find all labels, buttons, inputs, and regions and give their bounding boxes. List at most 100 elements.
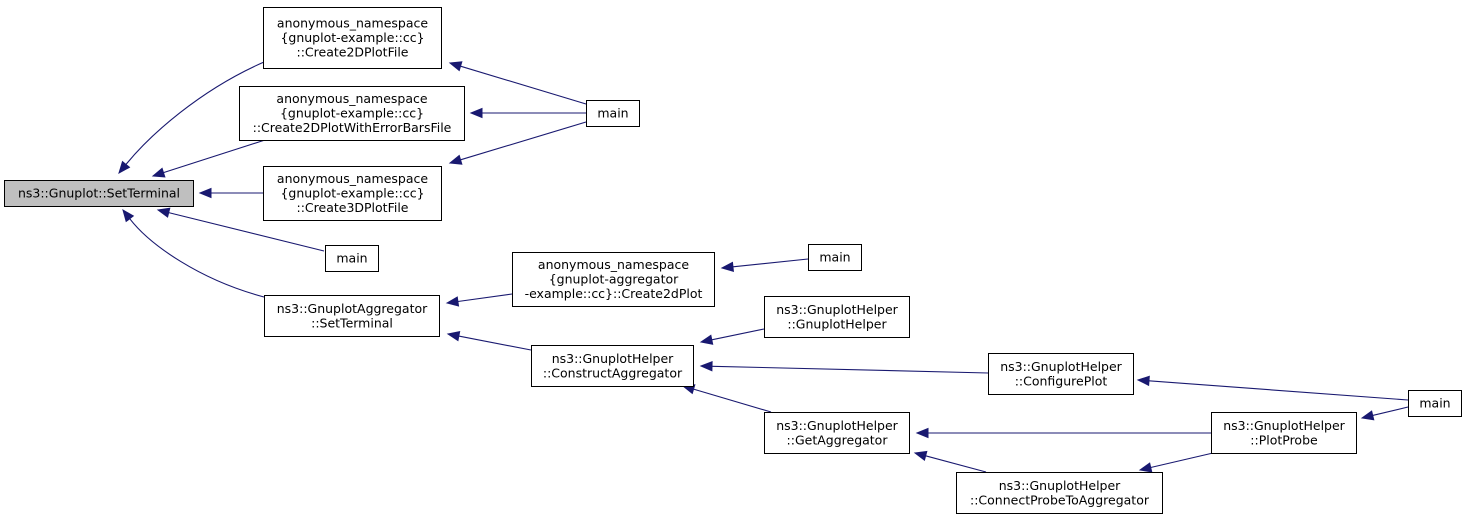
arrowhead-icon (448, 154, 463, 165)
edges-layer (118, 61, 1409, 473)
edge-line (163, 139, 266, 174)
node-box[interactable] (264, 295, 440, 337)
root-node-box[interactable] (4, 180, 194, 207)
node-n3[interactable]: anonymous_namespace{gnuplot-example::cc}… (263, 166, 442, 221)
node-n10[interactable]: ns3::GnuplotHelper::GnuplotHelper (764, 296, 910, 338)
edge-line (1148, 380, 1409, 401)
node-label: main (1419, 396, 1450, 411)
node-box[interactable] (586, 100, 640, 127)
edge-n6-n0 (122, 208, 265, 298)
node-label: -example::cc}::Create2dPlot (525, 286, 703, 301)
edge-n4-n0 (156, 207, 325, 252)
node-n14[interactable]: ns3::GnuplotHelper::ConnectProbeToAggreg… (956, 472, 1163, 514)
node-label: ns3::Gnuplot::SetTerminal (18, 186, 180, 201)
edge-n15-n11 (1136, 375, 1409, 401)
node-label: ns3::GnuplotHelper (776, 302, 898, 317)
arrowhead-icon (915, 427, 929, 439)
arrowhead-icon (1136, 375, 1150, 387)
node-label: ::Create3DPlotFile (296, 200, 408, 215)
node-box[interactable] (512, 252, 715, 307)
edge-line (460, 121, 587, 161)
arrowhead-icon (699, 334, 714, 345)
node-label: ::SetTerminal (311, 315, 393, 330)
node-label: ns3::GnuplotAggregator (277, 301, 428, 316)
node-label: ::ConnectProbeToAggregator (970, 492, 1150, 507)
node-box[interactable] (988, 353, 1134, 395)
arrowhead-icon (151, 167, 166, 178)
node-n9[interactable]: ns3::GnuplotHelper::ConstructAggregator (531, 345, 694, 387)
node-label: anonymous_namespace (276, 91, 427, 106)
arrowhead-icon (445, 296, 460, 307)
edge-n11-n9 (699, 361, 989, 374)
node-label: main (597, 106, 628, 121)
node-label: ::GetAggregator (787, 432, 889, 447)
node-label: anonymous_namespace (277, 16, 428, 31)
node-label: ns3::GnuplotHelper (999, 478, 1121, 493)
arrowhead-icon (156, 207, 171, 218)
node-box[interactable] (1408, 390, 1462, 417)
edge-line (457, 293, 513, 303)
node-n2[interactable]: anonymous_namespace{gnuplot-example::cc}… (239, 86, 465, 141)
edge-n3-n0 (198, 187, 263, 199)
edge-line (711, 328, 765, 341)
node-box[interactable] (325, 245, 379, 272)
node-box[interactable] (263, 166, 442, 221)
edge-n9-n6 (446, 331, 532, 351)
node-n6[interactable]: ns3::GnuplotAggregator::SetTerminal (264, 295, 440, 337)
node-label: anonymous_namespace (538, 257, 689, 272)
node-box[interactable] (531, 345, 694, 387)
node-n5[interactable]: main (586, 100, 640, 127)
edge-n15-n13 (1360, 406, 1409, 421)
edge-n5-n1 (448, 61, 587, 105)
edge-line (168, 212, 325, 252)
edge-n13-n14 (1138, 452, 1214, 473)
edge-n14-n12 (913, 450, 987, 473)
node-n4[interactable]: main (325, 245, 379, 272)
edge-n10-n9 (699, 328, 765, 345)
edge-n5-n2 (469, 107, 586, 119)
node-label: main (819, 250, 850, 265)
node-label: ::Create2DPlotFile (296, 45, 408, 60)
edge-n5-n3 (448, 121, 587, 165)
node-n7[interactable]: anonymous_namespace{gnuplot-aggregator-e… (512, 252, 715, 307)
node-box[interactable] (764, 412, 910, 454)
arrowhead-icon (122, 208, 135, 223)
node-n13[interactable]: ns3::GnuplotHelper::PlotProbe (1211, 412, 1357, 454)
node-n15[interactable]: main (1408, 390, 1462, 417)
edge-n1-n0 (118, 61, 265, 175)
node-label: main (336, 251, 367, 266)
edge-n8-n7 (720, 258, 809, 273)
edge-line (129, 218, 265, 298)
arrowhead-icon (699, 361, 713, 372)
node-label: ::GnuplotHelper (787, 316, 887, 331)
node-box[interactable] (808, 244, 862, 271)
arrowhead-icon (913, 450, 928, 462)
arrowhead-icon (118, 160, 131, 175)
node-n12[interactable]: ns3::GnuplotHelper::GetAggregator (764, 412, 910, 454)
edge-line (458, 335, 532, 351)
edge-line (460, 65, 587, 105)
node-box[interactable] (239, 86, 465, 141)
node-label: {gnuplot-example::cc} (280, 30, 424, 45)
node-n0[interactable]: ns3::Gnuplot::SetTerminal (4, 180, 194, 207)
edge-line (711, 365, 989, 374)
arrowhead-icon (469, 107, 483, 119)
arrowhead-icon (720, 261, 734, 273)
node-box[interactable] (764, 296, 910, 338)
node-label: ns3::GnuplotHelper (1223, 418, 1345, 433)
edge-line (925, 455, 987, 473)
node-n11[interactable]: ns3::GnuplotHelper::ConfigurePlot (988, 353, 1134, 395)
node-box[interactable] (1211, 412, 1357, 454)
node-box[interactable] (956, 472, 1163, 514)
edge-line (732, 258, 809, 268)
edge-n12-n9 (681, 384, 772, 413)
node-n1[interactable]: anonymous_namespace{gnuplot-example::cc}… (263, 7, 442, 69)
node-label: {gnuplot-example::cc} (280, 186, 424, 201)
node-n8[interactable]: main (808, 244, 862, 271)
arrowhead-icon (1360, 410, 1375, 421)
node-box[interactable] (263, 7, 442, 69)
node-label: ::Create2DPlotWithErrorBarsFile (253, 120, 452, 135)
edge-line (125, 61, 265, 165)
edge-n2-n0 (151, 139, 266, 178)
